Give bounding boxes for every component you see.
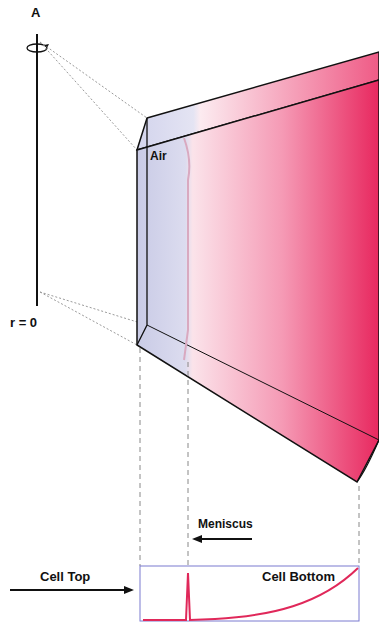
cell-bottom-curve: [357, 440, 379, 482]
cell-top-label: Cell Top: [40, 570, 90, 583]
meniscus-label: Meniscus: [198, 518, 253, 530]
cell-bottom-label: Cell Bottom: [262, 570, 335, 583]
radius-origin-label: r = 0: [10, 316, 37, 329]
rotation-axis: [36, 34, 38, 306]
concentration-curve: [143, 568, 358, 620]
cell-front-face: [137, 80, 379, 482]
cell-back-bottom: [147, 325, 379, 440]
meniscus-line: [184, 138, 189, 360]
projection-lines: [40, 42, 147, 345]
axis-label: A: [31, 6, 40, 19]
cell-back-edge: [137, 118, 147, 345]
drop-lines: [140, 348, 359, 566]
plot-frame: [140, 566, 359, 621]
air-label: Air: [150, 150, 167, 162]
